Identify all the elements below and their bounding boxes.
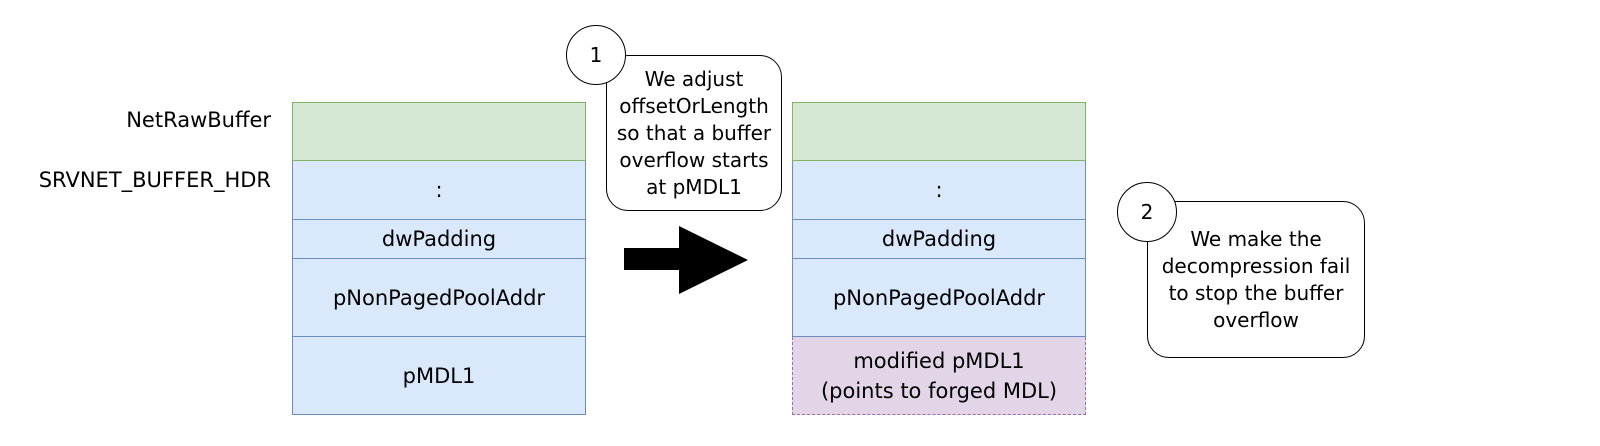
netrawbuffer-label: NetRawBuffer <box>126 108 271 132</box>
callout-1: We adjust offsetOrLength so that a buffe… <box>606 55 782 211</box>
dwpadding-cell: dwPadding <box>292 220 586 259</box>
callout-2-line: to stop the buffer <box>1168 280 1344 305</box>
transition-arrow-icon <box>624 226 748 294</box>
modified-pmdl1-line1: modified pMDL1 <box>853 348 1025 373</box>
callout-2-line: We make the <box>1190 226 1322 251</box>
modified-buffer-layout: : dwPadding pNonPagedPoolAddr modified p… <box>792 102 1086 415</box>
pnonpagedpooladdr-cell: pNonPagedPoolAddr <box>292 259 586 337</box>
netrawbuffer-block <box>292 102 586 161</box>
callout-2-line: overflow <box>1213 307 1299 332</box>
callout-1-line: at pMDL1 <box>646 174 742 199</box>
netrawbuffer-block <box>792 102 1086 161</box>
step-2-badge: 2 <box>1117 182 1177 242</box>
dwpadding-cell: dwPadding <box>792 220 1086 259</box>
srvnet-buffer-hdr-label: SRVNET_BUFFER_HDR <box>38 168 271 192</box>
ellipsis-cell: : <box>792 161 1086 220</box>
modified-pmdl1-line2: (points to forged MDL) <box>820 378 1058 403</box>
callout-1-line: We adjust <box>644 66 744 91</box>
pnonpagedpooladdr-cell: pNonPagedPoolAddr <box>792 259 1086 337</box>
modified-pmdl1-cell: modified pMDL1 (points to forged MDL) <box>792 337 1086 415</box>
callout-2-line: decompression fail <box>1161 253 1351 278</box>
ellipsis-cell: : <box>292 161 586 220</box>
callout-1-line: overflow starts <box>619 147 769 172</box>
step-1-badge: 1 <box>566 25 626 85</box>
original-buffer-layout: : dwPadding pNonPagedPoolAddr pMDL1 <box>292 102 586 415</box>
pmdl1-cell: pMDL1 <box>292 337 586 415</box>
callout-1-line: so that a buffer <box>616 120 772 145</box>
callout-2: We make the decompression fail to stop t… <box>1147 201 1365 358</box>
callout-1-line: offsetOrLength <box>619 93 769 118</box>
